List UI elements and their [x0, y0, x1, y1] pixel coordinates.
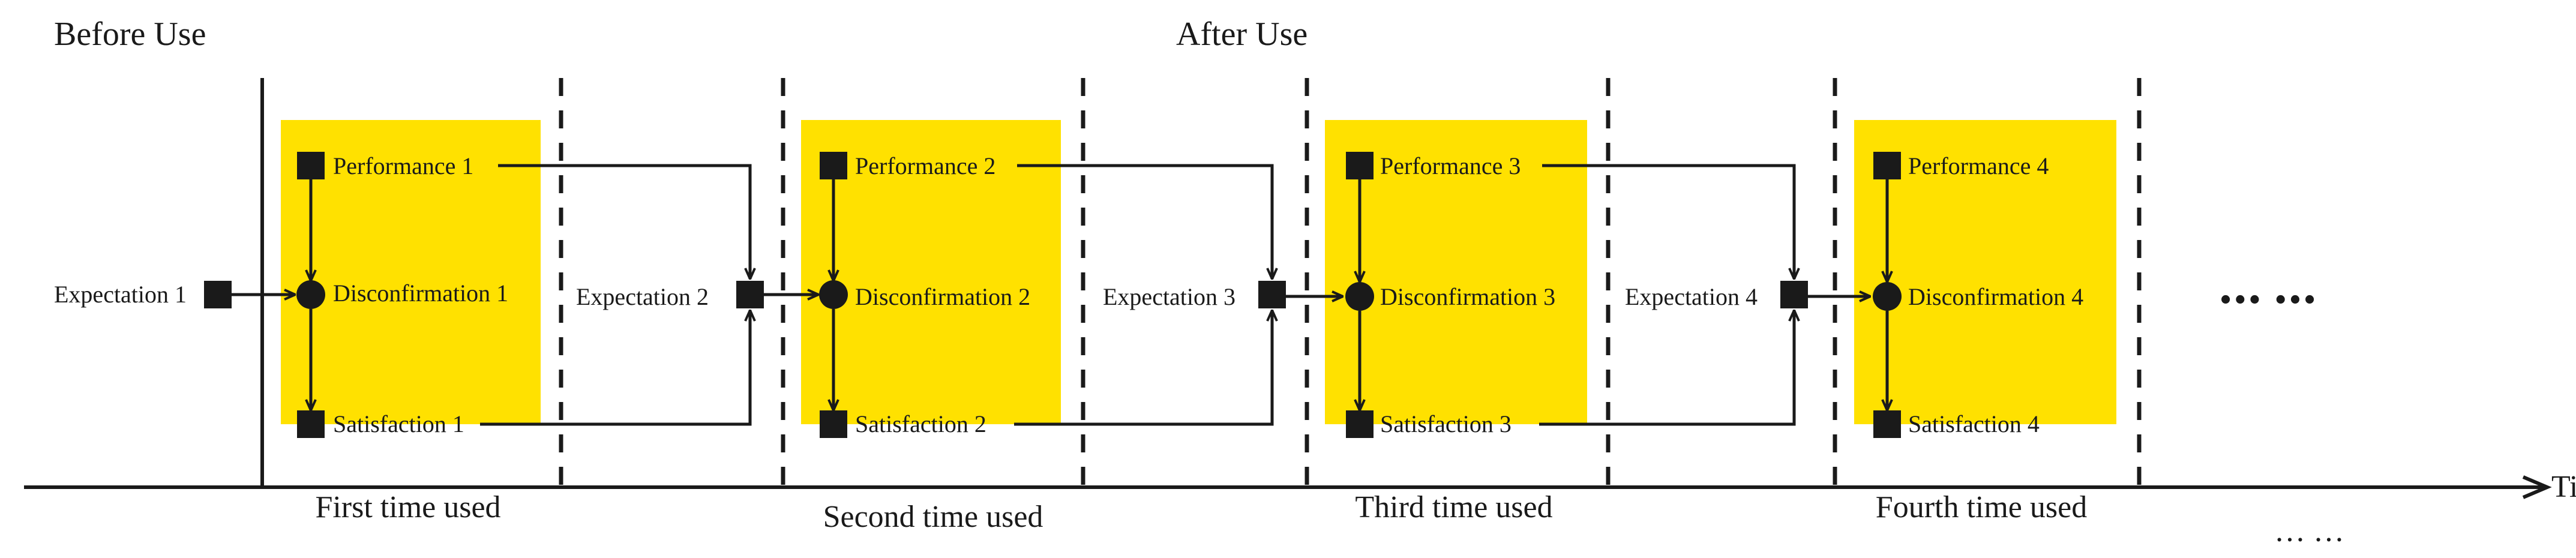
- expectation-label: Expectation 1: [54, 281, 187, 308]
- continuation-dots: ••• •••: [2220, 283, 2319, 317]
- performance-node: [297, 152, 325, 179]
- disconfirmation-label: Disconfirmation 1: [333, 280, 508, 307]
- disconfirmation-label: Disconfirmation 3: [1380, 283, 1555, 310]
- performance-label: Performance 4: [1908, 152, 2049, 179]
- satisfaction-node: [820, 410, 847, 438]
- expectation-node: [204, 281, 232, 308]
- phase-label: Second time used: [823, 500, 1043, 534]
- satisfaction-feedback-arrow: [480, 310, 750, 426]
- satisfaction-feedback-arrow: [1014, 310, 1272, 426]
- expectation-node: [1258, 281, 1286, 308]
- satisfaction-label: Satisfaction 2: [855, 410, 986, 437]
- expectation-label: Expectation 3: [1103, 283, 1235, 310]
- phase-separators: [559, 78, 2142, 487]
- time-axis-arrow-icon: [2522, 475, 2552, 499]
- satisfaction-node: [1873, 410, 1901, 438]
- satisfaction-label: Satisfaction 1: [333, 410, 464, 437]
- performance-feedback-arrow: [1017, 164, 1272, 279]
- performance-label: Performance 3: [1380, 152, 1521, 179]
- phase-label: First time used: [315, 490, 500, 524]
- cycle-4: Expectation 4 Performance 4 Disconfirmat…: [1625, 152, 2087, 524]
- cycle-1: Expectation 1 Performance 1 Disconfirmat…: [54, 152, 508, 524]
- disconfirmation-label: Disconfirmation 2: [855, 283, 1030, 310]
- continuation-dots-bottom: … …: [2274, 514, 2344, 548]
- performance-label: Performance 1: [333, 152, 473, 179]
- expectation-node: [736, 281, 764, 308]
- performance-label: Performance 2: [855, 152, 995, 179]
- satisfaction-node: [297, 410, 325, 438]
- performance-node: [1873, 152, 1901, 179]
- performance-node: [820, 152, 847, 179]
- performance-feedback-arrow: [1542, 164, 1794, 279]
- cycle-2: Expectation 2 Performance 2 Disconfirmat…: [576, 152, 1043, 534]
- expectation-label: Expectation 2: [576, 283, 709, 310]
- phase-label: Fourth time used: [1876, 490, 2087, 524]
- disconfirmation-node: [1345, 282, 1374, 311]
- phase-label: Third time used: [1355, 490, 1552, 524]
- expectation-label: Expectation 4: [1625, 283, 1758, 310]
- before-use-label: Before Use: [54, 16, 206, 53]
- cycle-3: Expectation 3 Performance 3 Disconfirmat…: [1103, 152, 1555, 524]
- satisfaction-node: [1346, 410, 1374, 438]
- disconfirmation-label: Disconfirmation 4: [1908, 283, 2083, 310]
- disconfirmation-node: [819, 280, 848, 309]
- performance-feedback-arrow: [498, 164, 750, 279]
- disconfirmation-node: [296, 280, 325, 309]
- disconfirmation-node: [1873, 282, 1902, 311]
- after-use-label: After Use: [1176, 16, 1308, 53]
- time-axis-label: Time: [2551, 470, 2576, 504]
- satisfaction-label: Satisfaction 3: [1380, 410, 1512, 437]
- satisfaction-feedback-arrow: [1539, 310, 1794, 426]
- satisfaction-label: Satisfaction 4: [1908, 410, 2040, 437]
- expectation-node: [1780, 281, 1808, 308]
- performance-node: [1346, 152, 1374, 179]
